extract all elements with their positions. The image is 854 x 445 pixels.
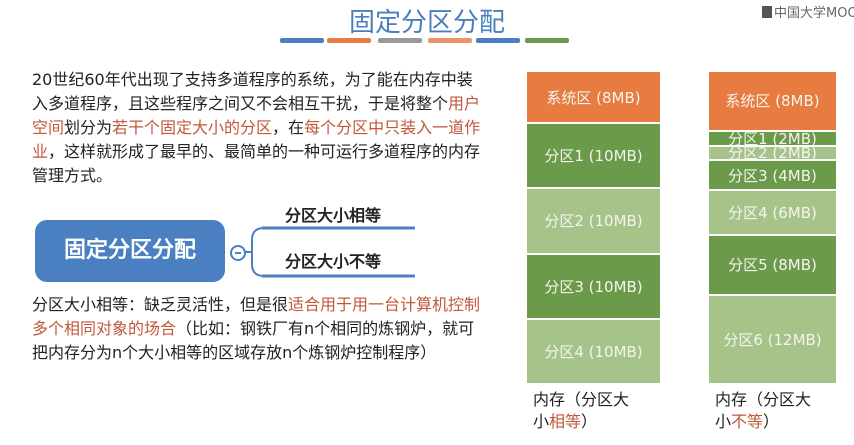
accent-bar — [378, 38, 422, 43]
page-title: 固定分区分配 — [348, 8, 505, 38]
mooc-logo: 中国大学MOOC — [762, 2, 854, 21]
text-run: （比如：钢铁厂有n个相同的炼钢炉，就可把内存分为n个大小相等的区域存放n个炼钢炉… — [32, 319, 475, 362]
accent-bar — [428, 38, 472, 43]
system-area-block: 系统区 (8MB) — [709, 72, 836, 130]
accent-bar — [327, 38, 371, 43]
partition-block: 分区4 (10MB) — [527, 319, 660, 383]
highlighted-text: 用户空间 — [32, 94, 481, 137]
partition-block: 分区4 (6MB) — [709, 191, 836, 234]
branch-unequal[interactable]: 分区大小不等 — [285, 252, 382, 271]
intro-paragraph: 20世纪60年代出现了支持多道程序的系统，为了能在内存中装入多道程序，且这些程序… — [32, 68, 482, 188]
partition-block: 分区1 (2MB) — [709, 130, 836, 148]
memory-equal-caption: 内存（分区大小相等） — [533, 390, 630, 431]
text-run: 划分为 — [64, 118, 113, 137]
partition-block: 分区5 (8MB) — [709, 235, 836, 294]
partition-block: 分区2 (10MB) — [527, 189, 660, 253]
text-run: 分区大小相等：缺乏灵活性，但是很 — [32, 295, 289, 314]
text-run: ，这样就形成了最早的、最简单的一种可运行多道程序的内存管理方式。 — [32, 142, 481, 185]
memory-unequal-diagram: 系统区 (8MB)分区1 (2MB)分区2 (2MB)分区3 (4MB)分区4 … — [709, 72, 836, 385]
partition-block: 分区3 (10MB) — [527, 254, 660, 318]
memory-equal-diagram: 系统区 (8MB)分区1 (10MB)分区2 (10MB)分区3 (10MB)分… — [527, 72, 660, 385]
accent-bar — [525, 38, 569, 43]
logo-text: 中国大学MOOC — [774, 6, 854, 21]
accent-bar — [476, 38, 520, 43]
logo-icon — [762, 6, 772, 18]
partition-block: 分区3 (4MB) — [709, 161, 836, 190]
highlighted-text: 适合用于用一台计算机控制多个相同对象的场合 — [32, 295, 481, 338]
mindmap-root[interactable]: 固定分区分配 — [35, 220, 225, 282]
accent-bar — [280, 38, 324, 43]
highlighted-text: 每个分区中只装入一道作业 — [32, 118, 481, 161]
note-paragraph: 分区大小相等：缺乏灵活性，但是很适合用于用一台计算机控制多个相同对象的场合（比如… — [32, 293, 482, 365]
branch-equal[interactable]: 分区大小相等 — [285, 206, 382, 225]
system-area-block: 系统区 (8MB) — [527, 72, 660, 123]
partition-block: 分区1 (10MB) — [527, 124, 660, 188]
memory-unequal-caption: 内存（分区大小不等） — [715, 390, 812, 431]
collapse-icon[interactable] — [230, 245, 246, 261]
text-run: ，在 — [272, 118, 305, 137]
highlighted-text: 若干个固定大小的分区 — [112, 118, 273, 137]
partition-block: 分区2 (2MB) — [709, 144, 836, 162]
partition-block: 分区6 (12MB) — [709, 295, 836, 383]
text-run: 20世纪60年代出现了支持多道程序的系统，为了能在内存中装入多道程序，且这些程序… — [32, 70, 473, 113]
